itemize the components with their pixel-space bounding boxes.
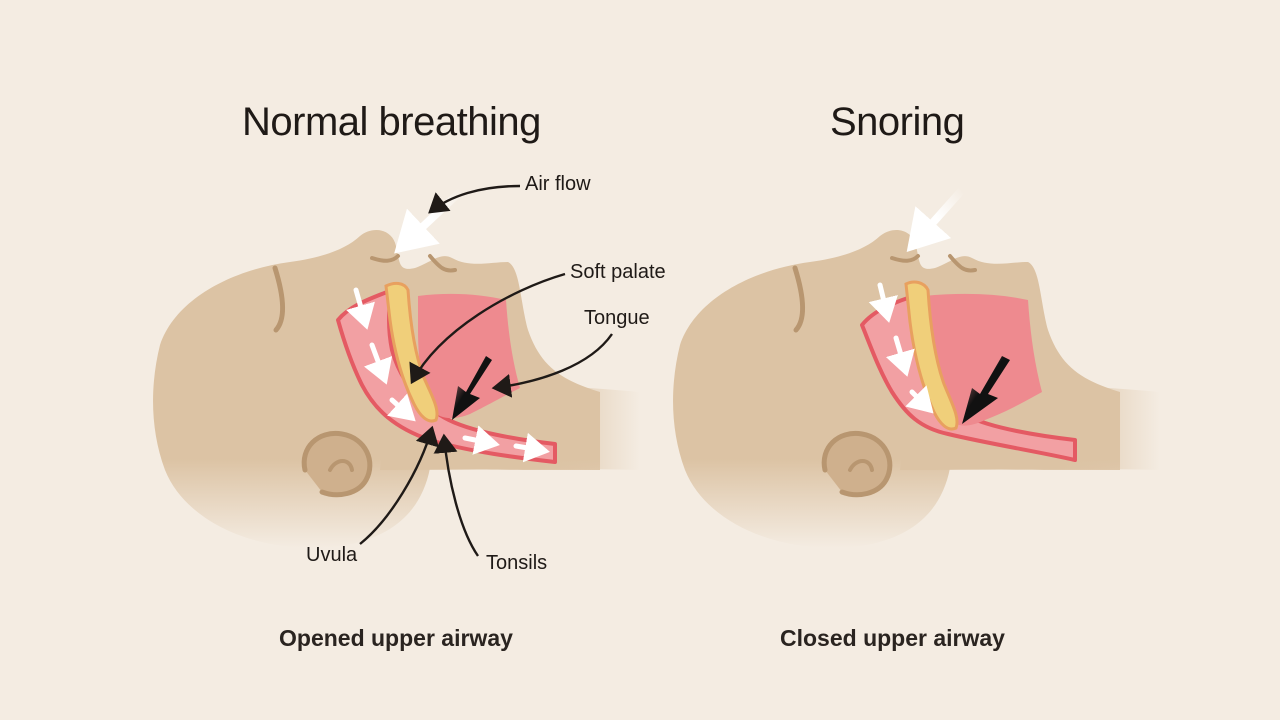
label-tongue: Tongue bbox=[584, 307, 650, 329]
airflow-arrow-icon bbox=[868, 186, 966, 414]
label-air-flow: Air flow bbox=[525, 173, 591, 195]
panel-snoring bbox=[673, 186, 1160, 548]
leader-arrow-icon bbox=[359, 184, 613, 557]
caption-closed-airway: Closed upper airway bbox=[780, 625, 1005, 651]
label-uvula: Uvula bbox=[306, 544, 358, 566]
soft-palate-shape bbox=[384, 281, 439, 423]
label-soft-palate: Soft palate bbox=[570, 261, 666, 283]
tongue-push-arrow-icon bbox=[962, 356, 1010, 424]
panel-normal bbox=[153, 184, 640, 557]
tongue-shape-snoring bbox=[924, 293, 1042, 426]
label-tonsils: Tonsils bbox=[486, 552, 548, 574]
tongue-push-arrow-icon bbox=[452, 356, 492, 420]
panel-title-snoring: Snoring bbox=[830, 100, 965, 144]
panel-title-normal: Normal breathing bbox=[242, 100, 541, 144]
caption-open-airway: Opened upper airway bbox=[279, 625, 513, 651]
